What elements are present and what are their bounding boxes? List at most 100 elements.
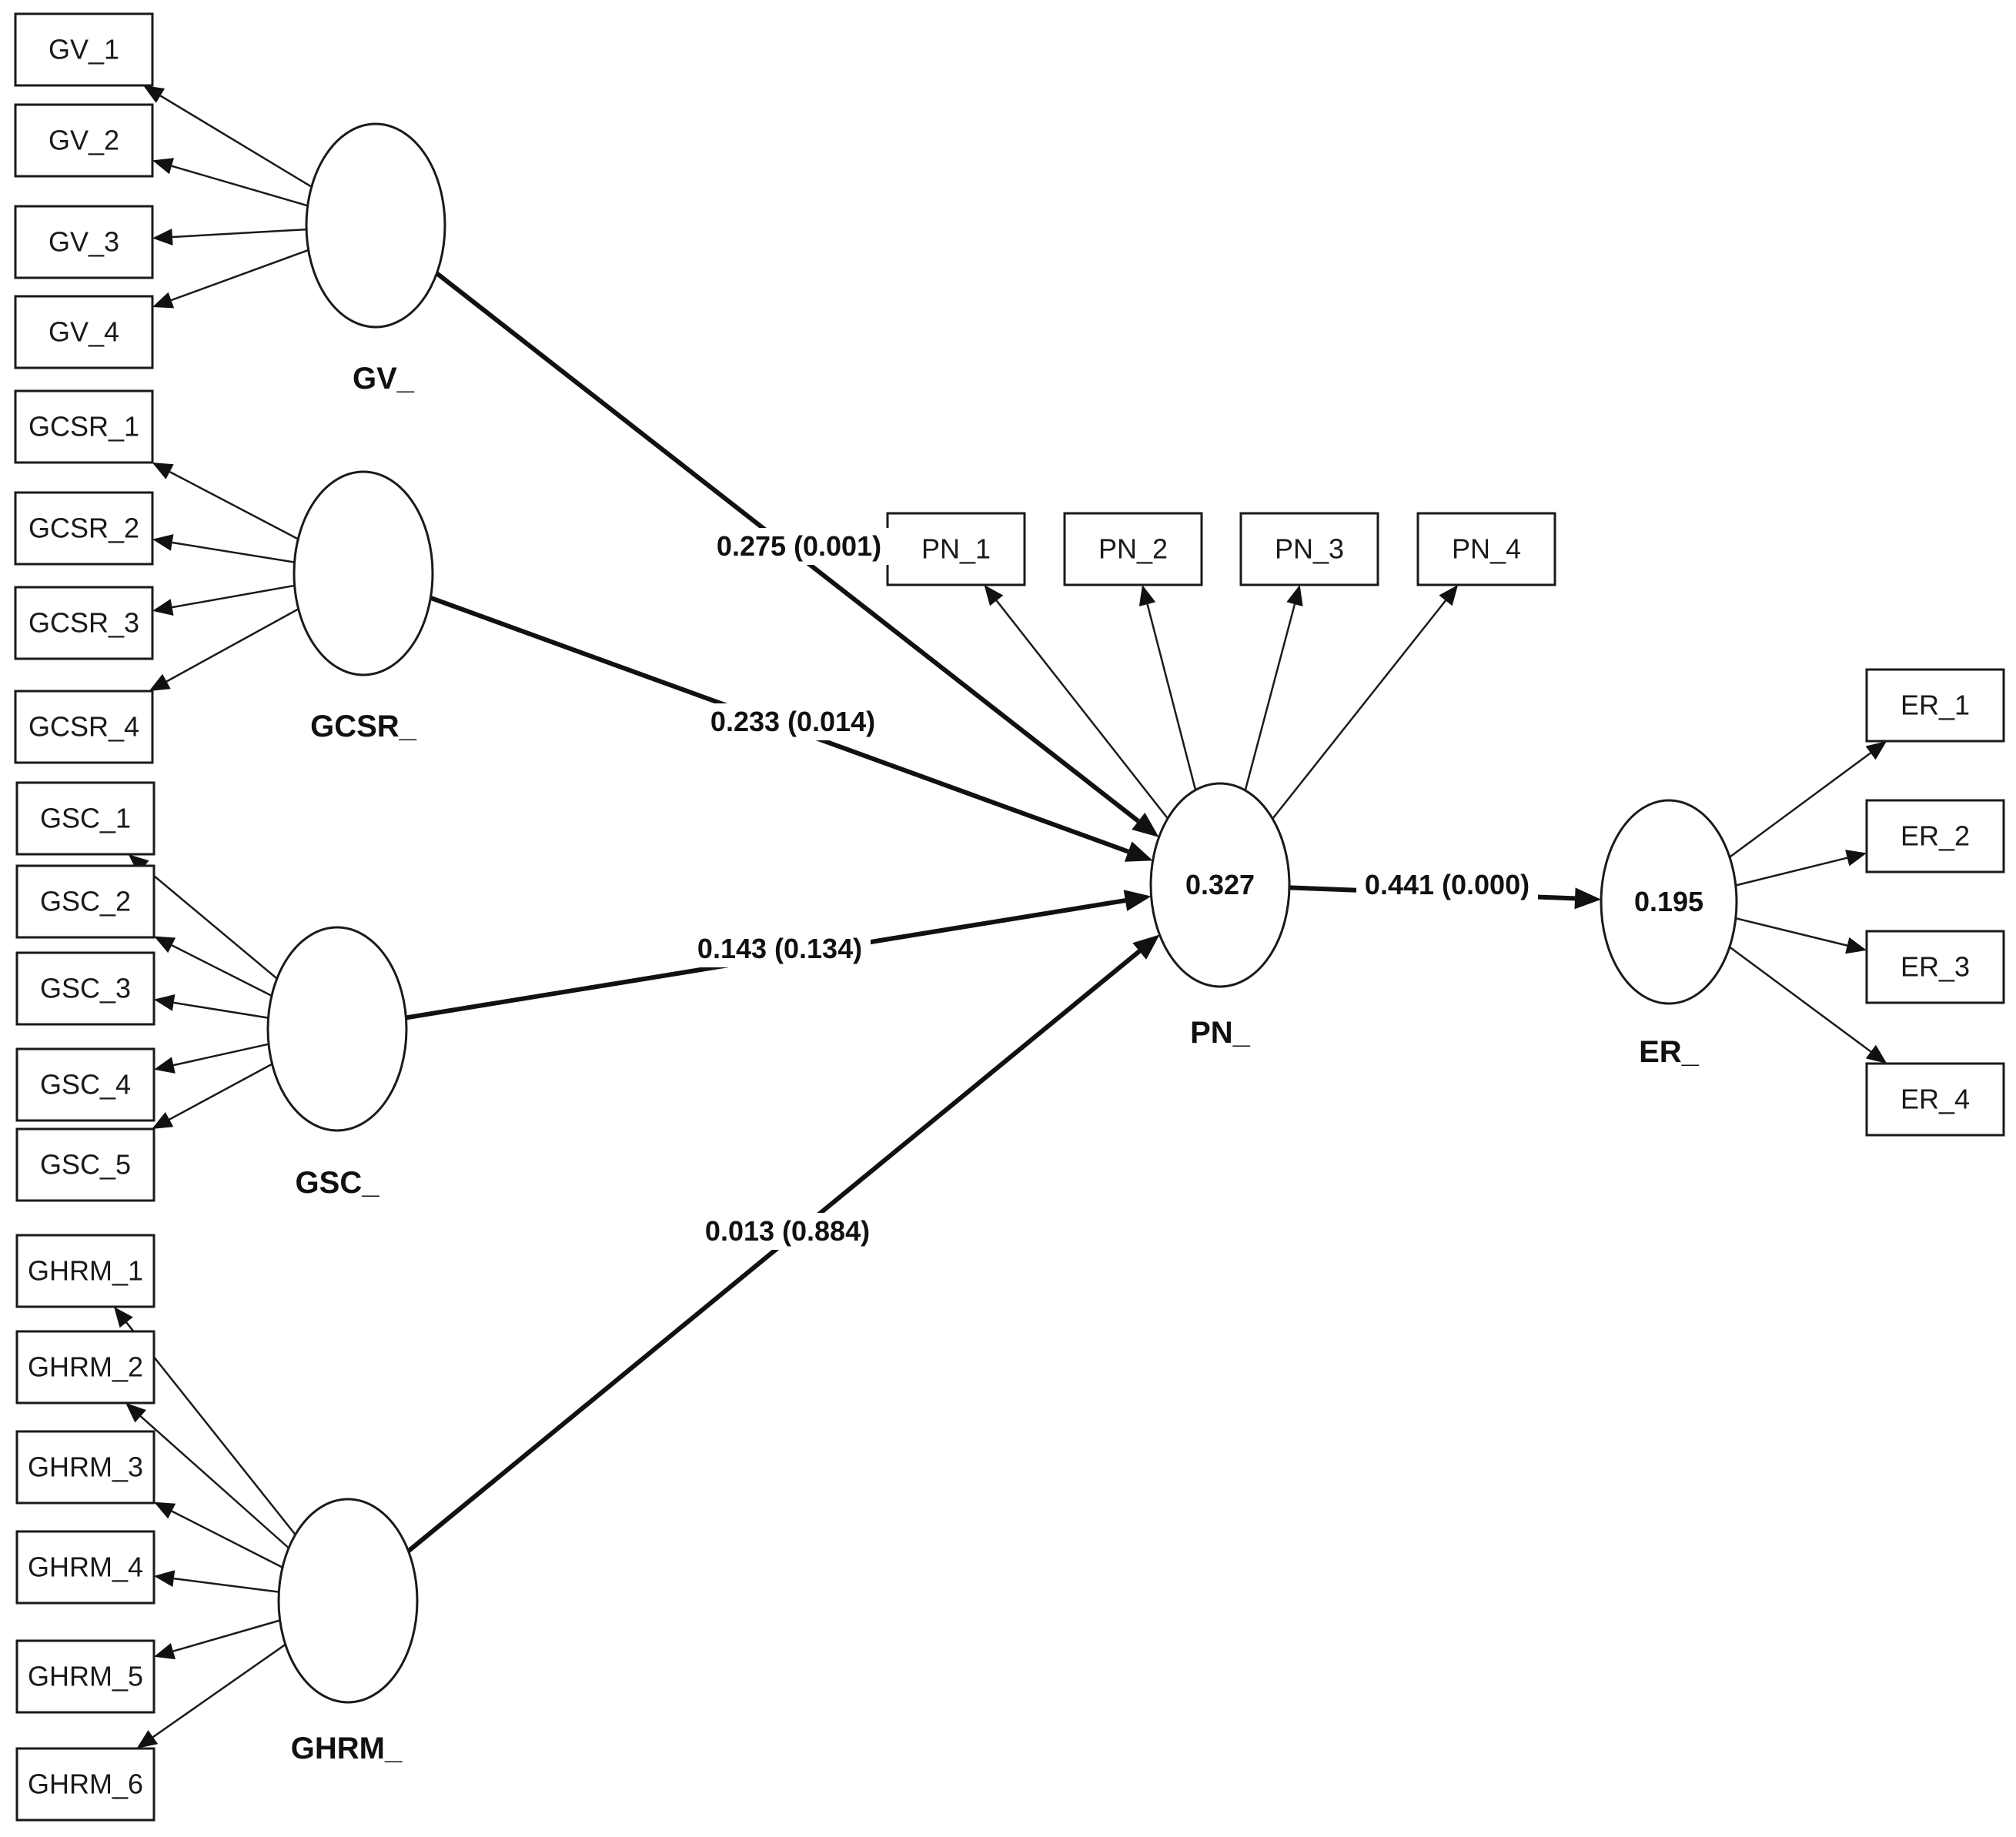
loading-arrowhead — [149, 673, 171, 691]
indicator-box-gcsr-4: GCSR_4 — [14, 690, 154, 764]
path-coefficient-label: 0.441 (0.000) — [1365, 869, 1530, 900]
loading-arrowhead — [984, 585, 1004, 606]
indicator-label: GSC_4 — [40, 1069, 131, 1101]
indicator-box-gsc-1: GSC_1 — [15, 781, 155, 856]
indicator-label: GHRM_2 — [28, 1351, 143, 1383]
indicator-box-gcsr-3: GCSR_3 — [14, 586, 154, 660]
loading-arrowhead — [152, 534, 174, 551]
indicator-label: GHRM_5 — [28, 1661, 143, 1692]
loading-line-gv-4 — [170, 249, 309, 302]
indicator-box-gv-3: GV_3 — [14, 205, 154, 279]
indicator-label: PN_3 — [1275, 533, 1344, 565]
indicator-label: GSC_3 — [40, 973, 131, 1004]
indicator-box-ghrm-4: GHRM_4 — [15, 1530, 155, 1605]
loading-line-gv-2 — [171, 165, 309, 207]
indicator-label: GV_1 — [48, 34, 119, 65]
loading-line-er-3 — [1735, 917, 1847, 947]
construct-ghrm: GHRM_ — [277, 1498, 419, 1765]
loading-line-ghrm-3 — [171, 1510, 283, 1568]
loading-line-gcsr-2 — [172, 541, 295, 563]
path-arrowhead — [1124, 841, 1153, 862]
loading-arrowhead — [1845, 850, 1867, 867]
indicator-box-er-3: ER_3 — [1865, 930, 2005, 1004]
loading-arrowhead — [1845, 937, 1867, 954]
loading-arrowhead — [1439, 585, 1459, 606]
loading-line-gcsr-3 — [172, 584, 295, 609]
loading-arrowhead — [154, 1057, 176, 1074]
loading-line-gv-1 — [159, 95, 313, 188]
indicator-label: GHRM_1 — [28, 1255, 143, 1287]
loading-arrowhead — [1138, 585, 1156, 606]
indicator-box-er-2: ER_2 — [1865, 799, 2005, 873]
construct-ellipse — [266, 926, 408, 1132]
construct-label: PN_ — [1190, 1016, 1251, 1050]
loading-arrowhead — [152, 1112, 174, 1129]
loading-line-er-2 — [1735, 857, 1848, 887]
indicator-box-gv-4: GV_4 — [14, 295, 154, 369]
loading-arrowhead — [136, 1730, 159, 1748]
loading-line-gsc-2 — [171, 944, 272, 997]
indicator-box-pn-4: PN_4 — [1416, 512, 1556, 586]
loading-line-pn-1 — [995, 600, 1168, 820]
loading-arrowhead — [152, 599, 174, 616]
construct-ellipse — [1600, 799, 1738, 1005]
path-label-background — [1356, 867, 1538, 903]
indicator-box-er-4: ER_4 — [1865, 1062, 2005, 1137]
loading-line-ghrm-6 — [152, 1643, 286, 1738]
path-coefficient-label: 0.013 (0.884) — [705, 1215, 870, 1247]
loading-arrowhead — [152, 463, 174, 479]
indicator-label: PN_1 — [921, 533, 991, 565]
construct-label: GCSR_ — [310, 710, 417, 743]
r-squared-value: 0.195 — [1634, 886, 1703, 917]
construct-ellipse — [1149, 782, 1291, 988]
loading-line-gcsr-4 — [165, 608, 299, 683]
path-coefficient-label: 0.233 (0.014) — [710, 706, 875, 737]
construct-ellipse — [293, 470, 434, 676]
indicator-label: GV_4 — [48, 316, 119, 348]
indicator-box-ghrm-1: GHRM_1 — [15, 1234, 155, 1308]
indicator-box-gcsr-2: GCSR_2 — [14, 491, 154, 566]
indicator-label: GV_2 — [48, 125, 119, 156]
loading-line-gsc-3 — [173, 1001, 269, 1019]
indicator-label: GCSR_3 — [28, 607, 139, 639]
path-arrowhead — [1574, 887, 1601, 910]
loading-line-ghrm-5 — [172, 1619, 281, 1652]
loading-arrowhead — [1865, 741, 1887, 760]
loading-arrowhead — [152, 292, 175, 309]
path-line-ghrm-to-pn — [406, 949, 1142, 1553]
indicator-label: GHRM_3 — [28, 1451, 143, 1483]
indicator-label: ER_4 — [1901, 1084, 1970, 1115]
loading-arrowhead — [114, 1307, 133, 1328]
loading-line-gsc-4 — [173, 1043, 269, 1067]
indicator-box-ghrm-2: GHRM_2 — [15, 1330, 155, 1404]
construct-ellipse — [277, 1498, 419, 1704]
indicator-box-pn-1: PN_1 — [886, 512, 1026, 586]
construct-gv: GV_ — [305, 122, 446, 396]
loading-line-er-4 — [1729, 946, 1872, 1053]
loading-arrowhead — [154, 1570, 176, 1588]
path-label-background — [702, 703, 884, 740]
construct-label: GHRM_ — [291, 1732, 403, 1765]
indicator-label: GSC_5 — [40, 1149, 131, 1181]
path-arrowhead — [1132, 934, 1160, 960]
construct-label: GSC_ — [296, 1166, 380, 1200]
loading-arrowhead — [152, 158, 174, 175]
path-label-background — [697, 1213, 878, 1250]
path-label-background — [689, 930, 871, 967]
indicator-label: GCSR_1 — [28, 411, 139, 443]
indicator-label: GCSR_2 — [28, 513, 139, 544]
loading-arrowhead — [125, 1403, 146, 1423]
indicator-label: GSC_2 — [40, 886, 131, 917]
construct-ellipse — [305, 122, 446, 329]
construct-gsc: GSC_ — [266, 926, 408, 1200]
loading-arrowhead — [1865, 1044, 1887, 1064]
loading-arrowhead — [154, 936, 176, 954]
indicator-label: PN_4 — [1452, 533, 1521, 565]
indicator-box-gsc-4: GSC_4 — [15, 1047, 155, 1122]
indicator-label: GV_3 — [48, 226, 119, 258]
loading-line-gcsr-1 — [169, 470, 299, 540]
path-label-background — [708, 528, 890, 565]
loading-arrowhead — [128, 854, 149, 874]
loading-line-pn-4 — [1272, 600, 1446, 820]
